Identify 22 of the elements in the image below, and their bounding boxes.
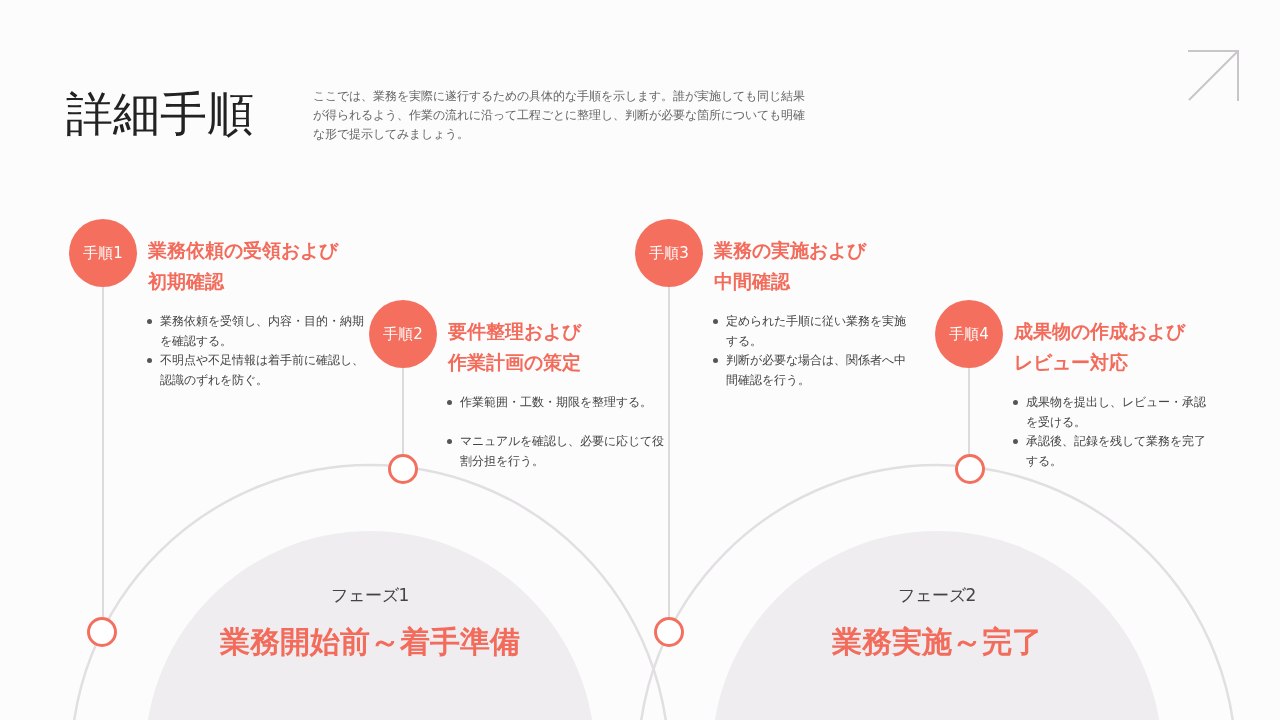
- phase-label: フェーズ1: [329, 584, 411, 607]
- bullet-item: 判断が必要な場合は、関係者へ中間確認を行う。: [712, 351, 906, 390]
- title: 詳細手順: [66, 85, 254, 143]
- bullet-item: 成果物を提出し、レビュー・承認を受ける。: [1012, 393, 1206, 432]
- phase-label: フェーズ2: [896, 584, 978, 607]
- description-text: ここでは、業務を実際に遂行するための具体的な手順を示します。誰が実施しても同じ結果が得られるよう、作業の流れに沿って工程ごとに整理し、判断が必要な箇所についても明確な形で提示してみましょう。: [313, 88, 806, 143]
- bullet-item: 不明点や不足情報は着手前に確認し、認識のずれを防ぐ。: [146, 351, 365, 390]
- connector-line: [668, 286, 670, 618]
- bullet-item: 業務依頼を受領し、内容・目的・納期を確認する。: [146, 312, 365, 351]
- connector-line: [402, 367, 404, 455]
- step-heading: 業務依頼の受領および初期確認: [148, 238, 340, 294]
- connector-line: [102, 286, 104, 618]
- phase-title: 業務開始前～着手準備: [219, 623, 521, 661]
- step-heading: 業務の実施および中間確認: [714, 238, 868, 294]
- phase-title: 業務実施～完了: [831, 623, 1043, 661]
- bullet-item: 定められた手順に従い業務を実施する。: [712, 312, 906, 351]
- bullet-item: マニュアルを確認し、必要に応じて役割分担を行う。: [446, 432, 672, 471]
- step-heading: 成果物の作成およびレビュー対応: [1014, 319, 1187, 375]
- bullet-item: 承認後、記録を残して業務を完了する。: [1012, 432, 1206, 471]
- step-heading: 要件整理および作業計画の策定: [448, 319, 583, 375]
- connector-line: [968, 367, 970, 455]
- bullet-item: 作業範囲・工数・期限を整理する。: [446, 393, 672, 413]
